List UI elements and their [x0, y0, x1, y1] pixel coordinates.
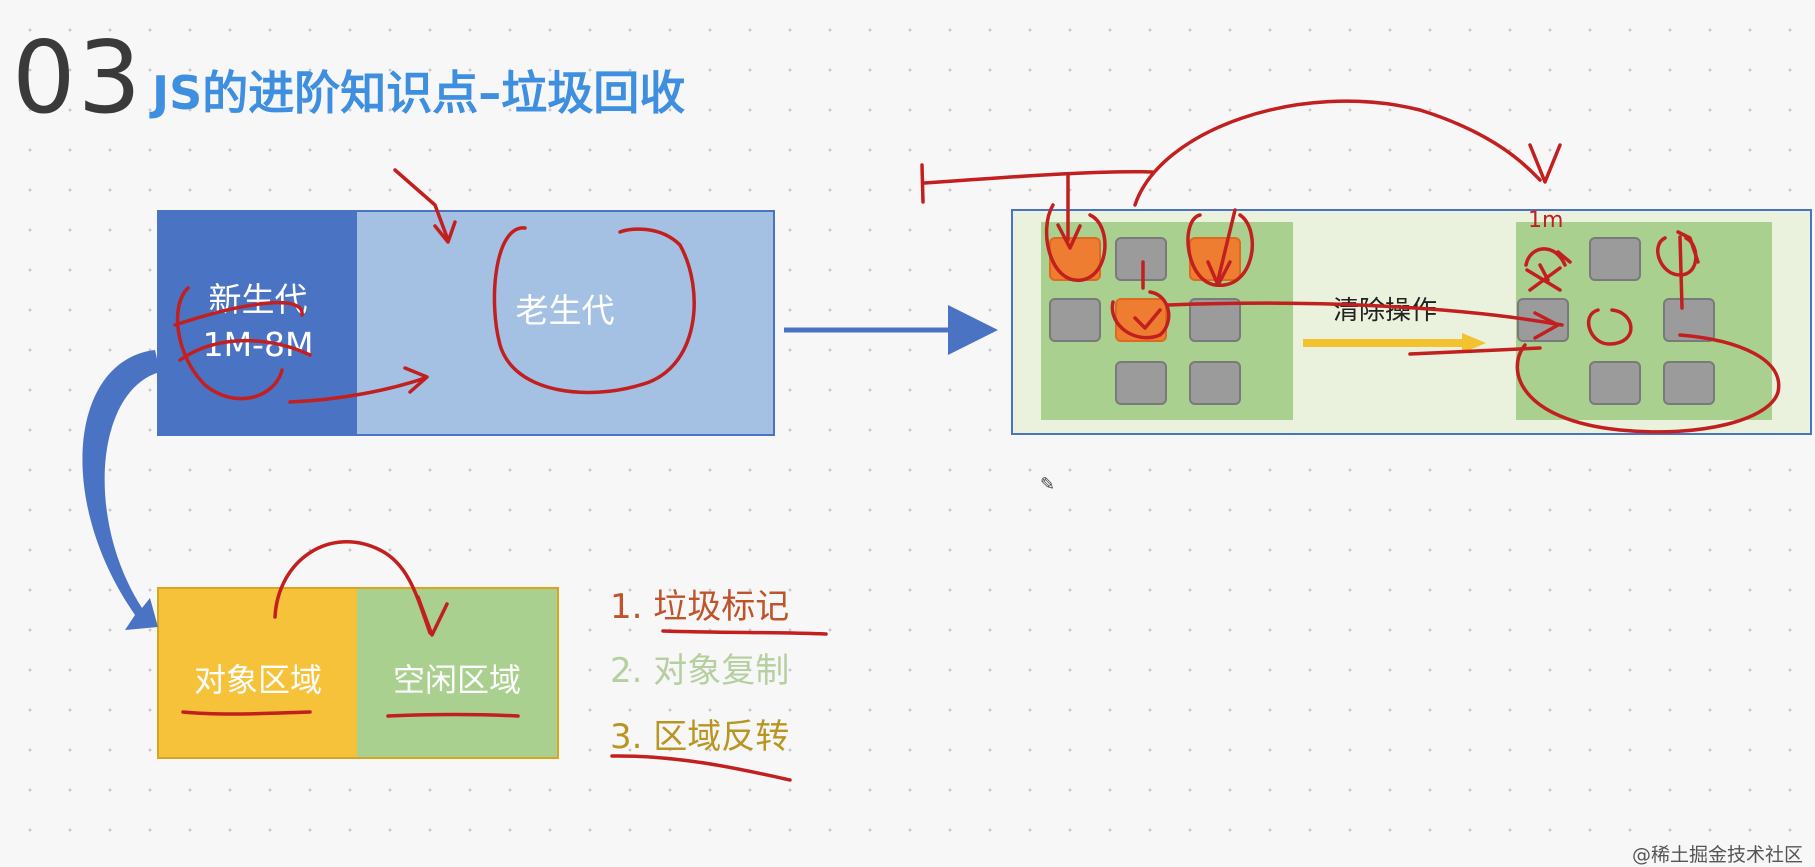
memory-cell	[1589, 361, 1641, 405]
watermark: @稀土掘金技术社区	[1631, 844, 1803, 866]
memory-cell	[1115, 237, 1167, 281]
pencil-icon: ✎	[1040, 474, 1056, 495]
section-number: 03	[12, 19, 144, 136]
clear-operation-label: 清除操作	[1333, 296, 1438, 326]
new-gen-expand-arrow	[82, 350, 160, 630]
step-object-copy: 2. 对象复制	[610, 651, 790, 691]
free-area-box: 空闲区域	[357, 587, 559, 759]
clear-operation-arrow-head	[1462, 333, 1486, 353]
memory-cell	[1049, 298, 1101, 342]
free-area-label: 空闲区域	[392, 661, 521, 699]
memory-cell	[1663, 361, 1715, 405]
object-area-box: 对象区域	[157, 587, 359, 759]
ink-mem-mark: 1m	[1528, 208, 1564, 233]
memory-cell	[1589, 237, 1641, 281]
memory-cell	[1115, 361, 1167, 405]
old-generation-box: 老生代	[357, 210, 775, 436]
memory-cell	[1189, 361, 1241, 405]
ink-annotations	[173, 99, 1781, 782]
page-title: JS的进阶知识点–垃圾回收	[152, 66, 686, 120]
step-garbage-mark: 1. 垃圾标记	[610, 587, 790, 627]
object-area-label: 对象区域	[193, 661, 322, 699]
new-generation-label: 新生代	[208, 280, 308, 320]
step-region-flip: 3. 区域反转	[610, 717, 790, 757]
old-generation-label: 老生代	[515, 291, 615, 330]
